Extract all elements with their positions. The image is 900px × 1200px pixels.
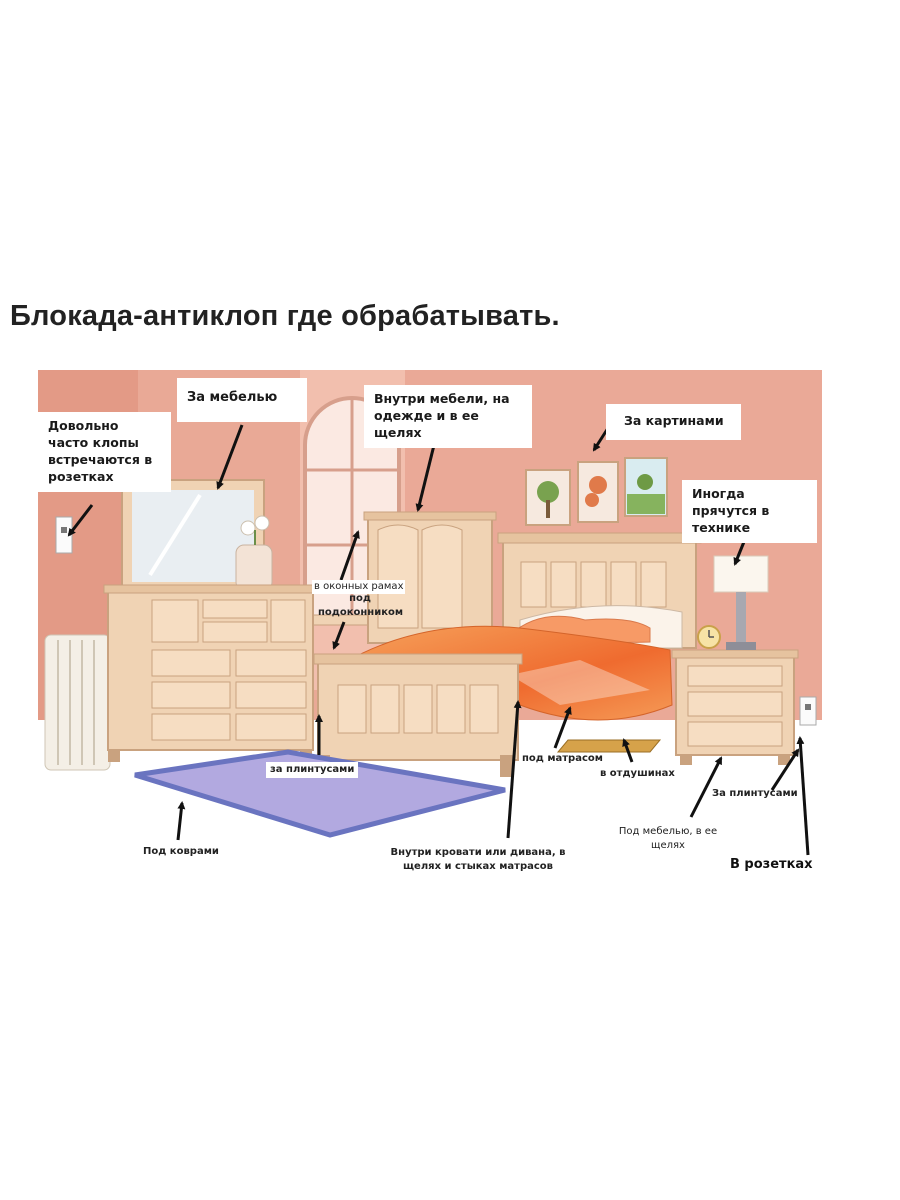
callout-inside-furniture: Внутри мебели, на одежде и в ее щелях bbox=[364, 385, 532, 448]
label-windowsill: под подоконником bbox=[318, 593, 404, 618]
callout-behind-furniture: За мебелью bbox=[177, 378, 307, 422]
rug bbox=[134, 749, 506, 838]
wall-mirror bbox=[121, 479, 265, 589]
alarm-clock bbox=[697, 625, 721, 649]
label-under-rugs: Под коврами bbox=[143, 846, 219, 857]
wall-pictures bbox=[525, 457, 668, 526]
callout-sockets: Довольно часто клопы встречаются в розет… bbox=[38, 412, 171, 492]
label-baseboards-left: за плинтусами bbox=[266, 762, 359, 778]
label-under-furniture: Под мебелью, в ее щелях bbox=[618, 826, 718, 851]
label-sockets-bottom: В розетках bbox=[730, 857, 813, 872]
radiator bbox=[44, 634, 111, 771]
callout-behind-pictures: За картинами bbox=[606, 404, 741, 440]
page-title: Блокада-антиклоп где обрабатывать. bbox=[10, 300, 560, 332]
floor-vent bbox=[556, 739, 662, 753]
flower-vase bbox=[235, 515, 273, 591]
wardrobe bbox=[363, 511, 497, 644]
wall-socket-right bbox=[799, 696, 817, 726]
dresser bbox=[103, 584, 318, 762]
label-vents: в отдушинах bbox=[600, 768, 675, 779]
label-window-frames: в оконных рамах bbox=[312, 580, 406, 594]
nightstand bbox=[671, 649, 799, 765]
label-baseboards-right: За плинтусами bbox=[712, 788, 798, 799]
label-inside-bed: Внутри кровати или дивана, в щелях и сты… bbox=[390, 847, 566, 872]
callout-appliances: Иногда прячутся в технике bbox=[682, 480, 817, 543]
label-under-mattress: под матрасом bbox=[522, 753, 603, 764]
table-lamp bbox=[713, 555, 769, 650]
